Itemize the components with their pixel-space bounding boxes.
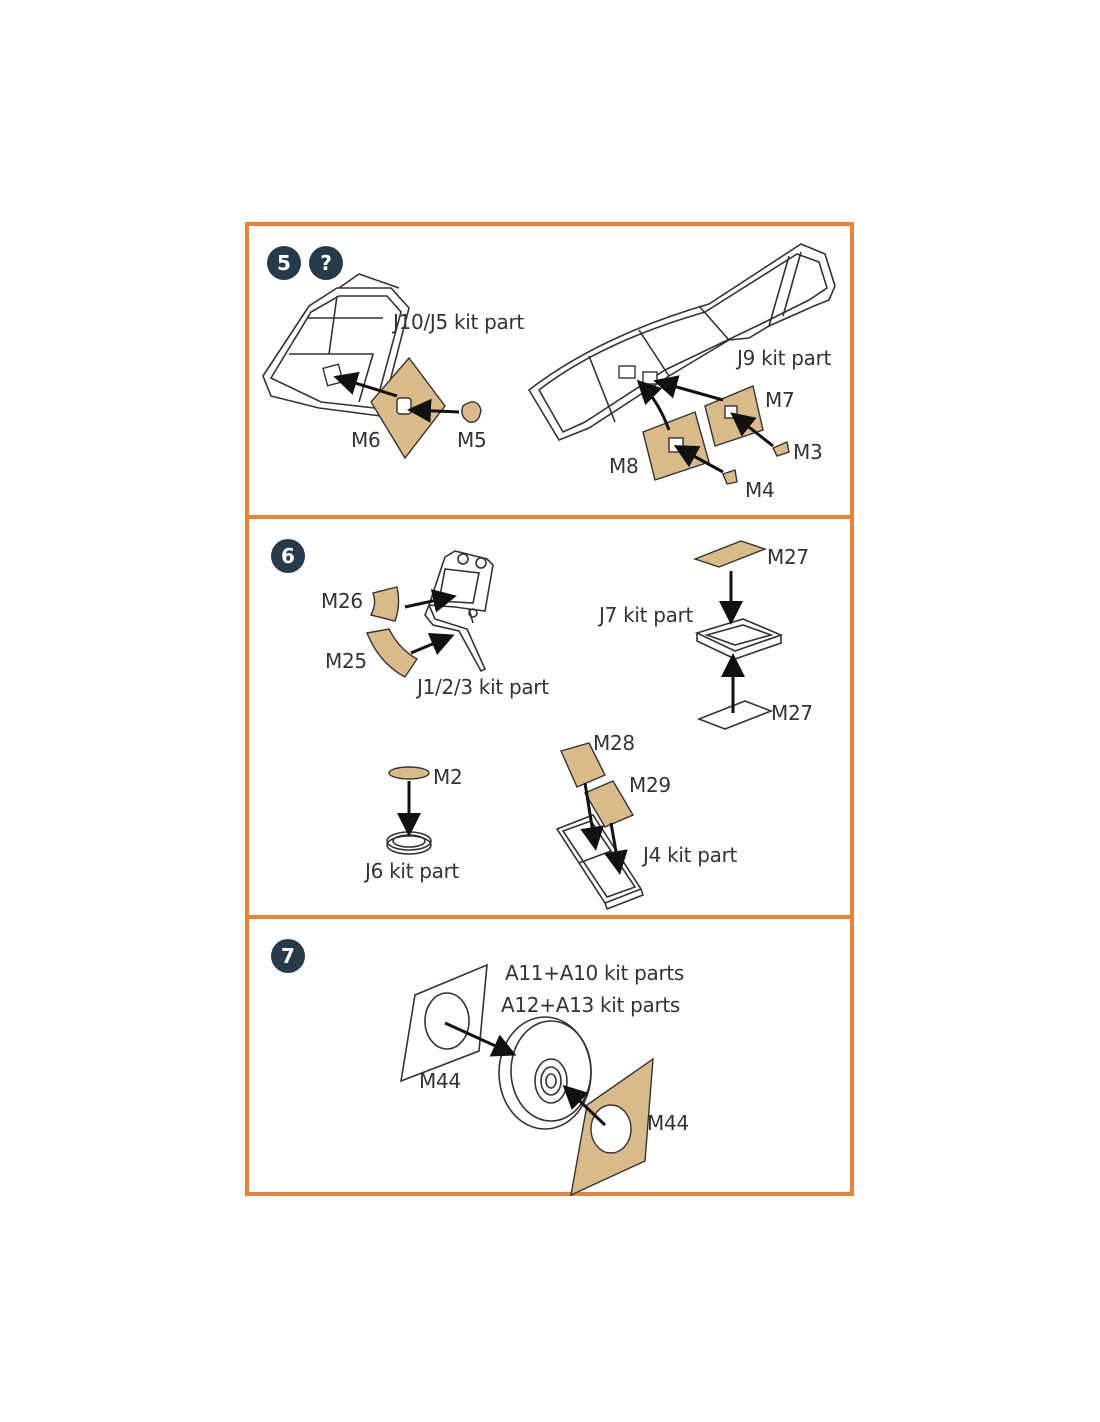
arrow-m29 [604, 822, 628, 875]
step-7-diagram [399, 963, 654, 1196]
part-m27-bottom [696, 700, 774, 730]
part-m29 [583, 780, 635, 828]
step-5-diagram [262, 243, 836, 485]
arrow-m8 [636, 379, 671, 431]
part-m28 [560, 742, 606, 788]
label-j1-2-3: J1/2/3 kit part [417, 675, 549, 699]
label-m3: M3 [793, 440, 823, 464]
part-m26 [369, 586, 400, 622]
step-7-panel: 7 A11+A10 kit parts A12+A13 kit parts M4… [249, 915, 850, 1196]
label-m4: M4 [745, 478, 775, 502]
part-j6 [386, 831, 432, 855]
label-j10-j5: J10/J5 kit part [393, 310, 524, 334]
part-m4 [722, 469, 738, 485]
label-j6: J6 kit part [365, 859, 460, 883]
label-j7: J7 kit part [599, 603, 694, 627]
part-m6 [370, 356, 446, 460]
arrow-m26 [404, 589, 457, 613]
part-j7 [694, 618, 784, 660]
label-m25: M25 [325, 649, 367, 673]
part-m2 [388, 766, 430, 780]
part-m8 [642, 411, 710, 481]
arrow-m28 [580, 782, 604, 851]
step-7-badge: 7 [271, 939, 305, 973]
label-a12-a13: A12+A13 kit parts [501, 993, 681, 1017]
part-m7 [704, 385, 764, 447]
part-m27-top [692, 540, 768, 568]
label-m8: M8 [609, 454, 639, 478]
wheel-a10-a13 [498, 1016, 592, 1130]
label-m26: M26 [321, 589, 363, 613]
label-m29: M29 [629, 773, 671, 797]
part-m44-right [570, 1057, 654, 1196]
label-j4: J4 kit part [643, 843, 738, 867]
label-m5: M5 [457, 428, 487, 452]
arrow-m3 [730, 412, 774, 448]
label-j9: J9 kit part [737, 346, 832, 370]
arrow-m6 [333, 371, 398, 398]
step-5-badge: 5 [267, 246, 301, 280]
part-j4 [555, 814, 644, 911]
part-m25 [366, 628, 419, 678]
step-6-badge: 6 [271, 539, 305, 573]
step-5-panel: 5 ? J10/J5 kit part J9 kit part M6 M5 M7… [249, 226, 850, 511]
label-m6: M6 [351, 428, 381, 452]
canopy-j10-j5 [262, 273, 410, 417]
label-m27-bottom: M27 [771, 701, 813, 725]
part-m5 [461, 401, 482, 423]
label-m44-right: M44 [647, 1111, 689, 1135]
label-m7: M7 [765, 388, 795, 412]
label-m44-left: M44 [419, 1069, 461, 1093]
label-m2: M2 [433, 765, 463, 789]
arrow-m5 [407, 398, 460, 423]
question-badge: ? [309, 246, 343, 280]
label-m27-top: M27 [767, 545, 809, 569]
arrow-m7 [653, 375, 724, 402]
label-m28: M28 [593, 731, 635, 755]
label-a11-a10: A11+A10 kit parts [505, 961, 685, 985]
part-m3 [772, 441, 790, 457]
arrow-m44-left [444, 1021, 517, 1057]
arrow-m44-right [562, 1084, 607, 1127]
step-6-diagram [366, 540, 784, 911]
arrow-m25 [410, 632, 455, 656]
arrow-m4 [673, 445, 724, 474]
step-6-panel: 6 M26 M25 J1/2/3 kit part M27 J7 kit par… [249, 515, 850, 915]
part-m44-left [399, 963, 488, 1083]
seat-j1-2-3 [424, 550, 494, 673]
steps-frame: 5 ? J10/J5 kit part J9 kit part M6 M5 M7… [245, 222, 854, 1196]
